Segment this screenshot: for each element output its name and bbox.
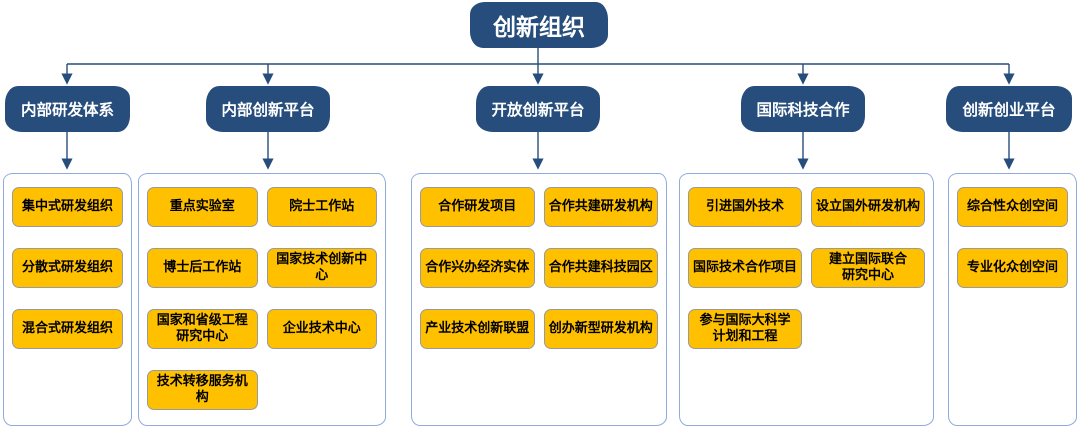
branch-header-intl-tech-cooperation: 国际科技合作 <box>743 88 863 130</box>
org-item: 重点实验室 <box>147 187 258 227</box>
branch-header-innovation-entrepreneurship-platform: 创新创业平台 <box>948 88 1070 130</box>
org-item: 混合式研发组织 <box>12 309 123 349</box>
org-item: 博士后工作站 <box>147 248 258 288</box>
org-item: 创办新型研发机构 <box>543 309 658 349</box>
org-item: 分散式研发组织 <box>12 248 123 288</box>
branch-group-open-innovation-platform: 合作研发项目 合作共建研发机构 合作兴办经济实体 合作共建科技园区 产业技术创新… <box>411 173 667 426</box>
branch-group-intl-tech-cooperation: 引进国外技术 设立国外研发机构 国际技术合作项目 建立国际联合 研究中心 参与国… <box>679 173 934 426</box>
org-item: 技术转移服务机构 <box>147 370 258 410</box>
org-item: 企业技术中心 <box>266 309 377 349</box>
branch-header-open-innovation-platform: 开放创新平台 <box>478 88 598 130</box>
branch-header-internal-rd-system: 内部研发体系 <box>7 88 128 130</box>
branch-header-internal-innovation-platform: 内部创新平台 <box>208 88 328 130</box>
branch-group-internal-innovation-platform: 重点实验室 院士工作站 博士后工作站 国家技术创新中心 国家和省级工程 研究中心… <box>138 173 386 426</box>
root-node: 创新组织 <box>472 4 606 46</box>
org-item: 参与国际大科学 计划和工程 <box>688 309 802 349</box>
org-item: 院士工作站 <box>266 187 377 227</box>
org-item: 专业化众创空间 <box>957 248 1068 288</box>
org-item: 国家和省级工程 研究中心 <box>147 309 258 349</box>
org-item: 集中式研发组织 <box>12 187 123 227</box>
branch-group-innovation-entrepreneurship-platform: 综合性众创空间 专业化众创空间 <box>948 173 1077 426</box>
org-item: 合作共建科技园区 <box>543 248 658 288</box>
org-item: 合作共建研发机构 <box>543 187 658 227</box>
org-item: 设立国外研发机构 <box>811 187 925 227</box>
org-item: 建立国际联合 研究中心 <box>811 248 925 288</box>
org-item: 产业技术创新联盟 <box>420 309 535 349</box>
org-item: 合作兴办经济实体 <box>420 248 535 288</box>
org-item: 综合性众创空间 <box>957 187 1068 227</box>
org-item: 引进国外技术 <box>688 187 802 227</box>
org-item: 国家技术创新中心 <box>266 248 377 288</box>
branch-group-internal-rd-system: 集中式研发组织 分散式研发组织 混合式研发组织 <box>3 173 132 426</box>
org-item: 合作研发项目 <box>420 187 535 227</box>
org-item: 国际技术合作项目 <box>688 248 802 288</box>
